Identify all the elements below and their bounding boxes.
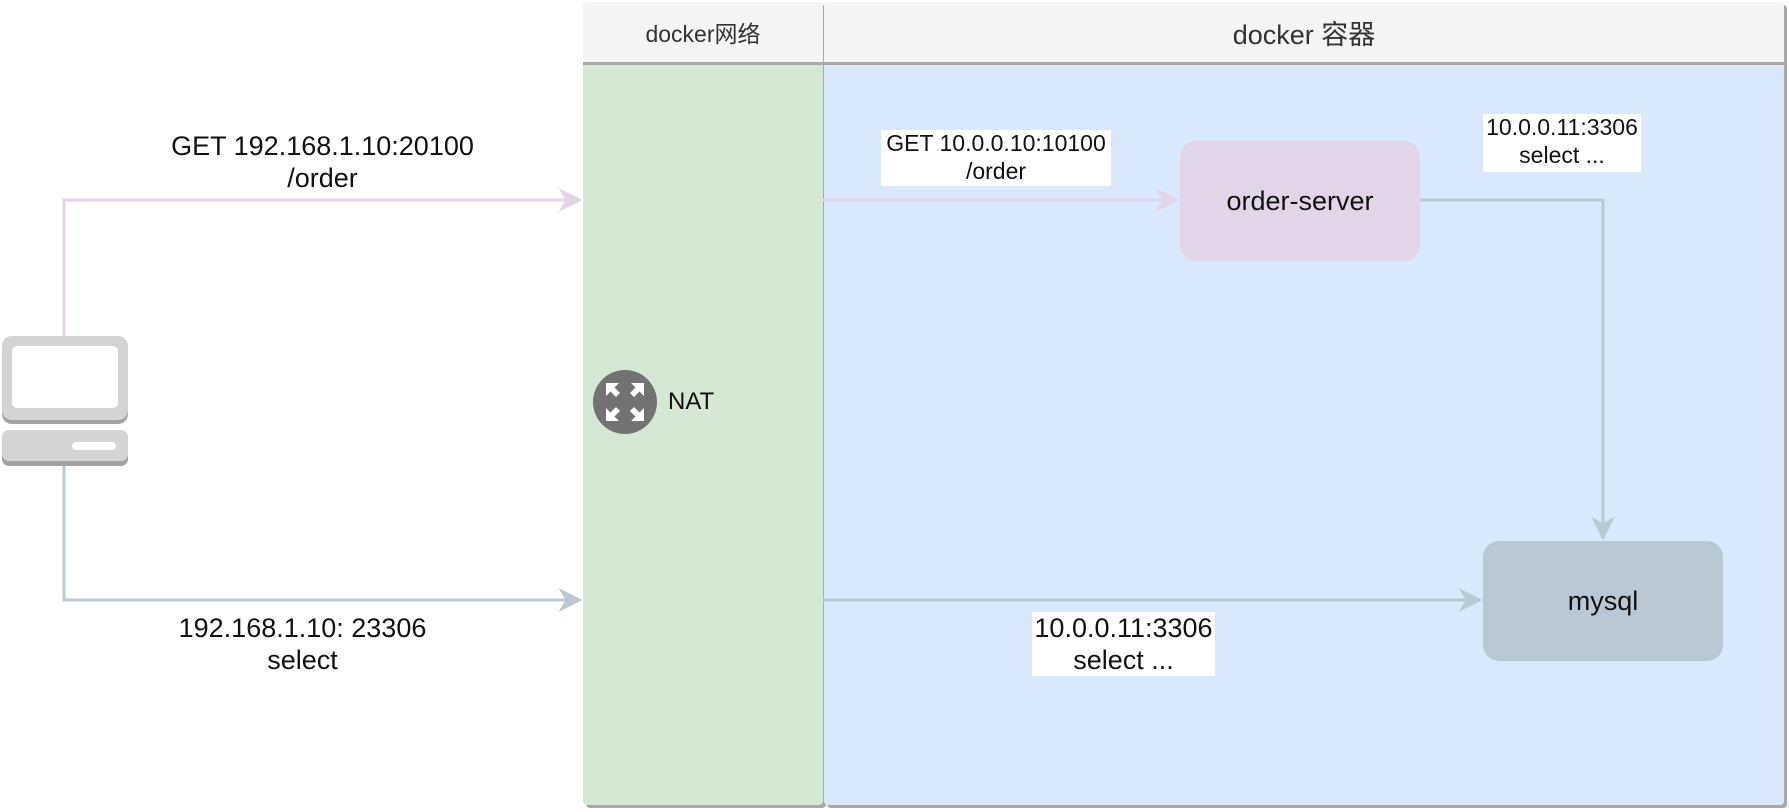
order-server-node: order-server [1180,141,1420,261]
nat-label: NAT [668,388,715,415]
edge-label-internal-get: GET 10.0.0.10:10100 /order [881,130,1111,186]
edge-label-external-select: 192.168.1.10: 23306 select [178,613,427,676]
edge-client-to-nat-db [62,464,583,612]
mysql-node: mysql [1483,541,1723,661]
lane-title-docker-container: docker 容器 [1232,19,1376,50]
mysql-label: mysql [1567,585,1639,616]
lane-header-docker-container: docker 容器 [824,2,1784,62]
computer-icon [2,336,128,466]
edge-label-order-to-mysql: 10.0.0.11:3306 select ... [1483,114,1641,172]
edge-order-server-to-mysql [1420,198,1615,541]
lane-title-docker-network: docker网络 [645,21,761,47]
edge-client-to-nat-request [62,188,583,338]
lane-header-docker-network: docker网络 [583,2,823,62]
edge-label-external-get: GET 192.168.1.10:20100 /order [171,131,474,194]
order-server-label: order-server [1226,185,1374,216]
edge-label-internal-select: 10.0.0.11:3306 select ... [1032,612,1215,676]
nat-icon [593,370,657,434]
